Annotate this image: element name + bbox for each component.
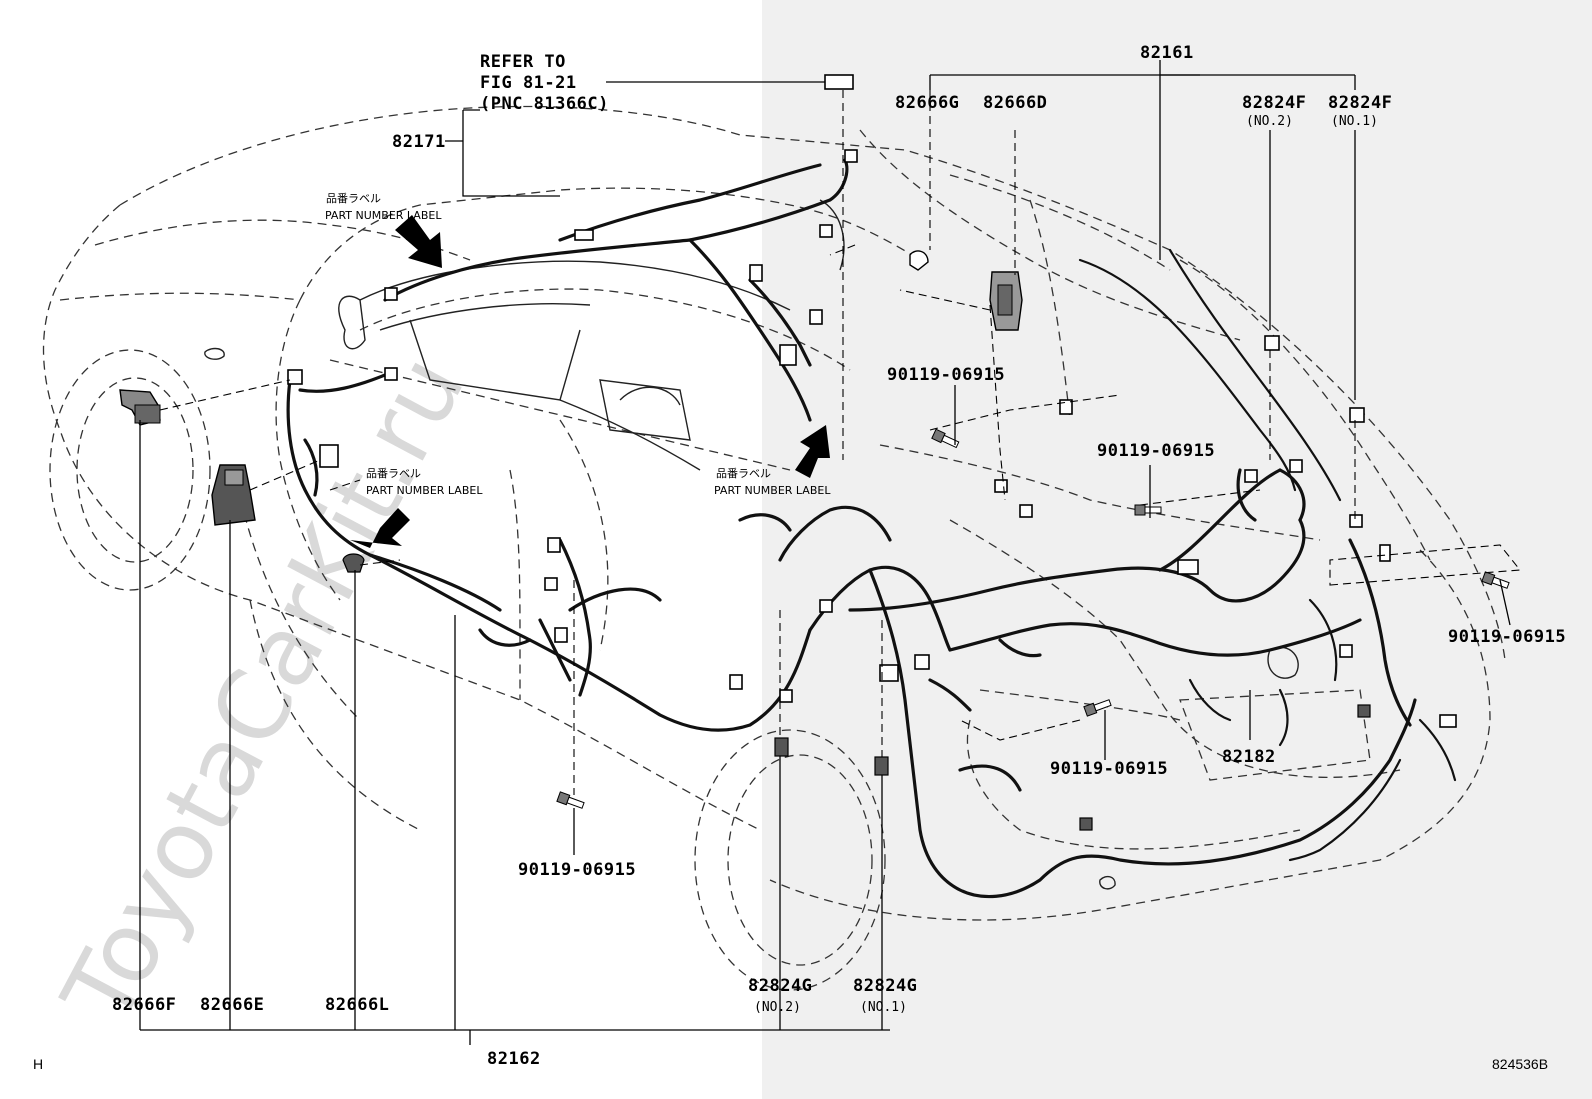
grommet-82666F [119, 389, 161, 426]
wire-harness-branches [1078, 248, 1457, 862]
label-82824F-no1: 82824F [1328, 93, 1392, 113]
label-82666D: 82666D [983, 93, 1047, 113]
dashed-reference-lines [159, 90, 1522, 795]
wire-harness-main [286, 158, 1417, 899]
bolts [556, 428, 1510, 809]
part-number-label-en-2: PART NUMBER LABEL [366, 484, 483, 497]
connectors [287, 74, 1457, 831]
label-bolt-e: 90119-06915 [518, 860, 636, 880]
label-82824G-no1: 82824G [853, 976, 917, 996]
labels: 82161 82171 82666G 82666D 82824F 82824F … [33, 43, 1566, 1072]
label-no1-top: (NO.1) [1331, 114, 1378, 129]
refer-line3: (PNC 81366C) [480, 94, 609, 114]
label-bolt-c: 90119-06915 [1448, 627, 1566, 647]
corner-code-left: H [33, 1056, 43, 1072]
clip-82666G [909, 250, 929, 271]
label-bolt-a: 90119-06915 [887, 365, 1005, 385]
label-82171: 82171 [392, 132, 446, 152]
refer-line2: FIG 81-21 [480, 73, 577, 93]
car-body-outline [42, 105, 1506, 921]
part-number-label-en-1: PART NUMBER LABEL [325, 209, 442, 222]
refer-line1: REFER TO [480, 52, 566, 72]
part-number-label-jp-1: 品番ラベル [326, 192, 381, 205]
label-82824G-no2: 82824G [748, 976, 812, 996]
label-82666L: 82666L [325, 995, 389, 1015]
rear-wheel [694, 729, 886, 991]
label-82666E: 82666E [200, 995, 264, 1015]
label-bolt-d: 90119-06915 [1050, 759, 1168, 779]
watermark: ToyotaCarKit.ru [41, 338, 486, 1042]
part-number-label-jp-2: 品番ラベル [366, 467, 421, 480]
label-82162: 82162 [487, 1049, 541, 1069]
figure-id: 824536B [1492, 1056, 1548, 1072]
clip-82666L [342, 553, 365, 573]
label-arrows [350, 215, 830, 548]
clip-82666D [989, 271, 1023, 331]
label-no2-bottom: (NO.2) [754, 1000, 801, 1015]
label-no1-bottom: (NO.1) [860, 1000, 907, 1015]
label-82824F-no2: 82824F [1242, 93, 1306, 113]
grommet-82666E [211, 464, 256, 526]
label-82182: 82182 [1222, 747, 1276, 767]
interior-outline [204, 199, 1299, 890]
shade-panel [762, 0, 1592, 1099]
label-bolt-b: 90119-06915 [1097, 441, 1215, 461]
front-wheel [49, 349, 211, 591]
label-82666G: 82666G [895, 93, 959, 113]
label-82161: 82161 [1140, 43, 1194, 63]
label-82666F: 82666F [112, 995, 176, 1015]
label-no2-top: (NO.2) [1246, 114, 1293, 129]
part-number-label-jp-3: 品番ラベル [716, 467, 771, 480]
part-number-label-en-3: PART NUMBER LABEL [714, 484, 831, 497]
leader-lines [139, 60, 1511, 1045]
